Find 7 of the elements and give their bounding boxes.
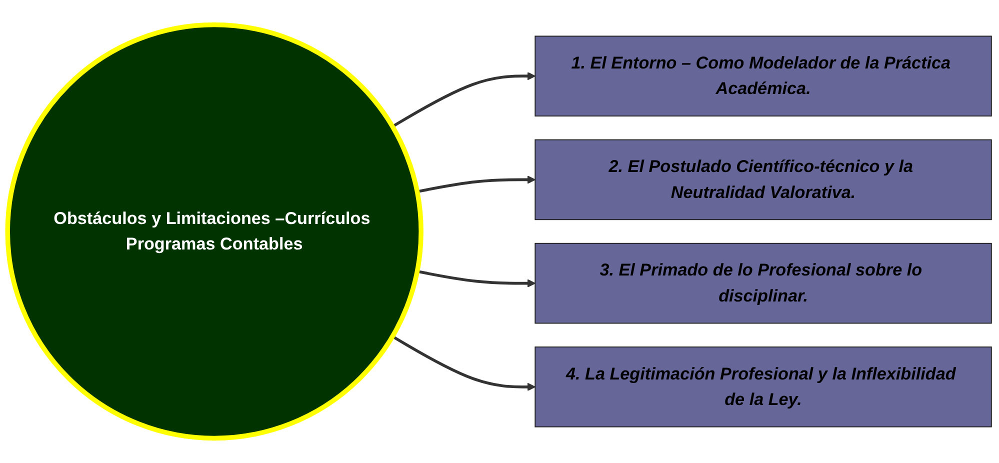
node-box: 2. El Postulado Científico-técnico y la Neutralidad Valorativa. <box>534 139 992 220</box>
arrow <box>392 335 536 392</box>
arrow <box>392 72 536 128</box>
node-box: 4. La Legitimación Profesional y la Inflexibilidad de la Ley. <box>534 346 992 428</box>
node-circle: Obstáculos y Limitaciones –Currículos Programas Contables <box>5 22 424 441</box>
node-box: 3. El Primado de lo Profesional sobre lo disciplinar. <box>534 242 992 324</box>
node-box: 1. El Entorno – Como Modelador de la Práctica Académica. <box>534 36 992 116</box>
